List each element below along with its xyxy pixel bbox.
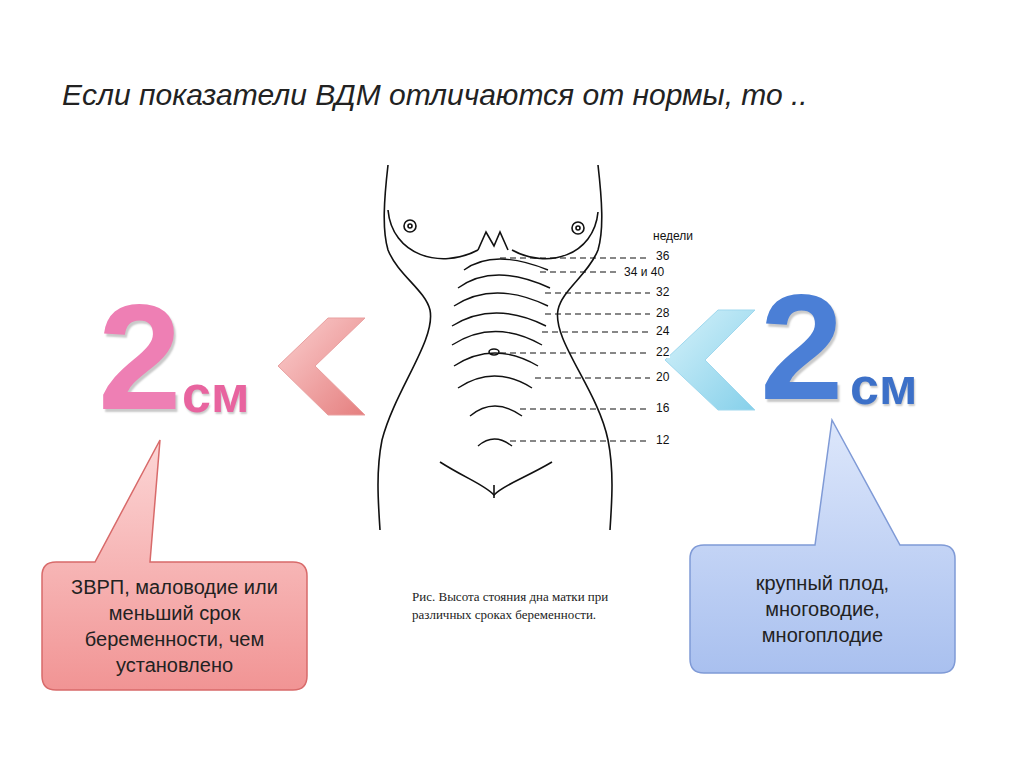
- week-number: 36: [655, 250, 670, 262]
- big-number: 2: [760, 272, 843, 422]
- callout-box: ЗВРП, маловодие или меньший срок беремен…: [42, 562, 307, 690]
- big-number: 2: [98, 282, 181, 432]
- callout-box: крупный плод, многоводие, многоплодие: [690, 545, 955, 673]
- week-number: 28: [655, 307, 670, 319]
- week-leaders: [500, 258, 650, 441]
- week-number: 34 и 40: [623, 266, 665, 278]
- callout-bubble: [42, 440, 307, 690]
- title: Если показатели ВДМ отличаются от нормы,…: [62, 78, 808, 112]
- week-number: 20: [655, 371, 670, 383]
- week-number: 22: [655, 346, 670, 358]
- week-number: 16: [655, 402, 670, 414]
- body-figure: [378, 165, 612, 530]
- axis-title: недели: [652, 230, 694, 242]
- figure-caption: Рис. Высота стояния дна матки при различ…: [412, 588, 667, 623]
- callout-text: ЗВРП, маловодие или меньший срок беремен…: [56, 574, 293, 678]
- callout-text: крупный плод, многоводие, многоплодие: [704, 570, 941, 648]
- week-number: 32: [655, 286, 670, 298]
- callout-bubble: [690, 420, 955, 673]
- unit-label: см: [182, 368, 249, 420]
- week-number: 12: [655, 434, 670, 446]
- week-number: 24: [655, 325, 670, 337]
- chevron-right: [665, 310, 755, 410]
- unit-label: см: [850, 360, 917, 412]
- chevron-left: [278, 318, 365, 415]
